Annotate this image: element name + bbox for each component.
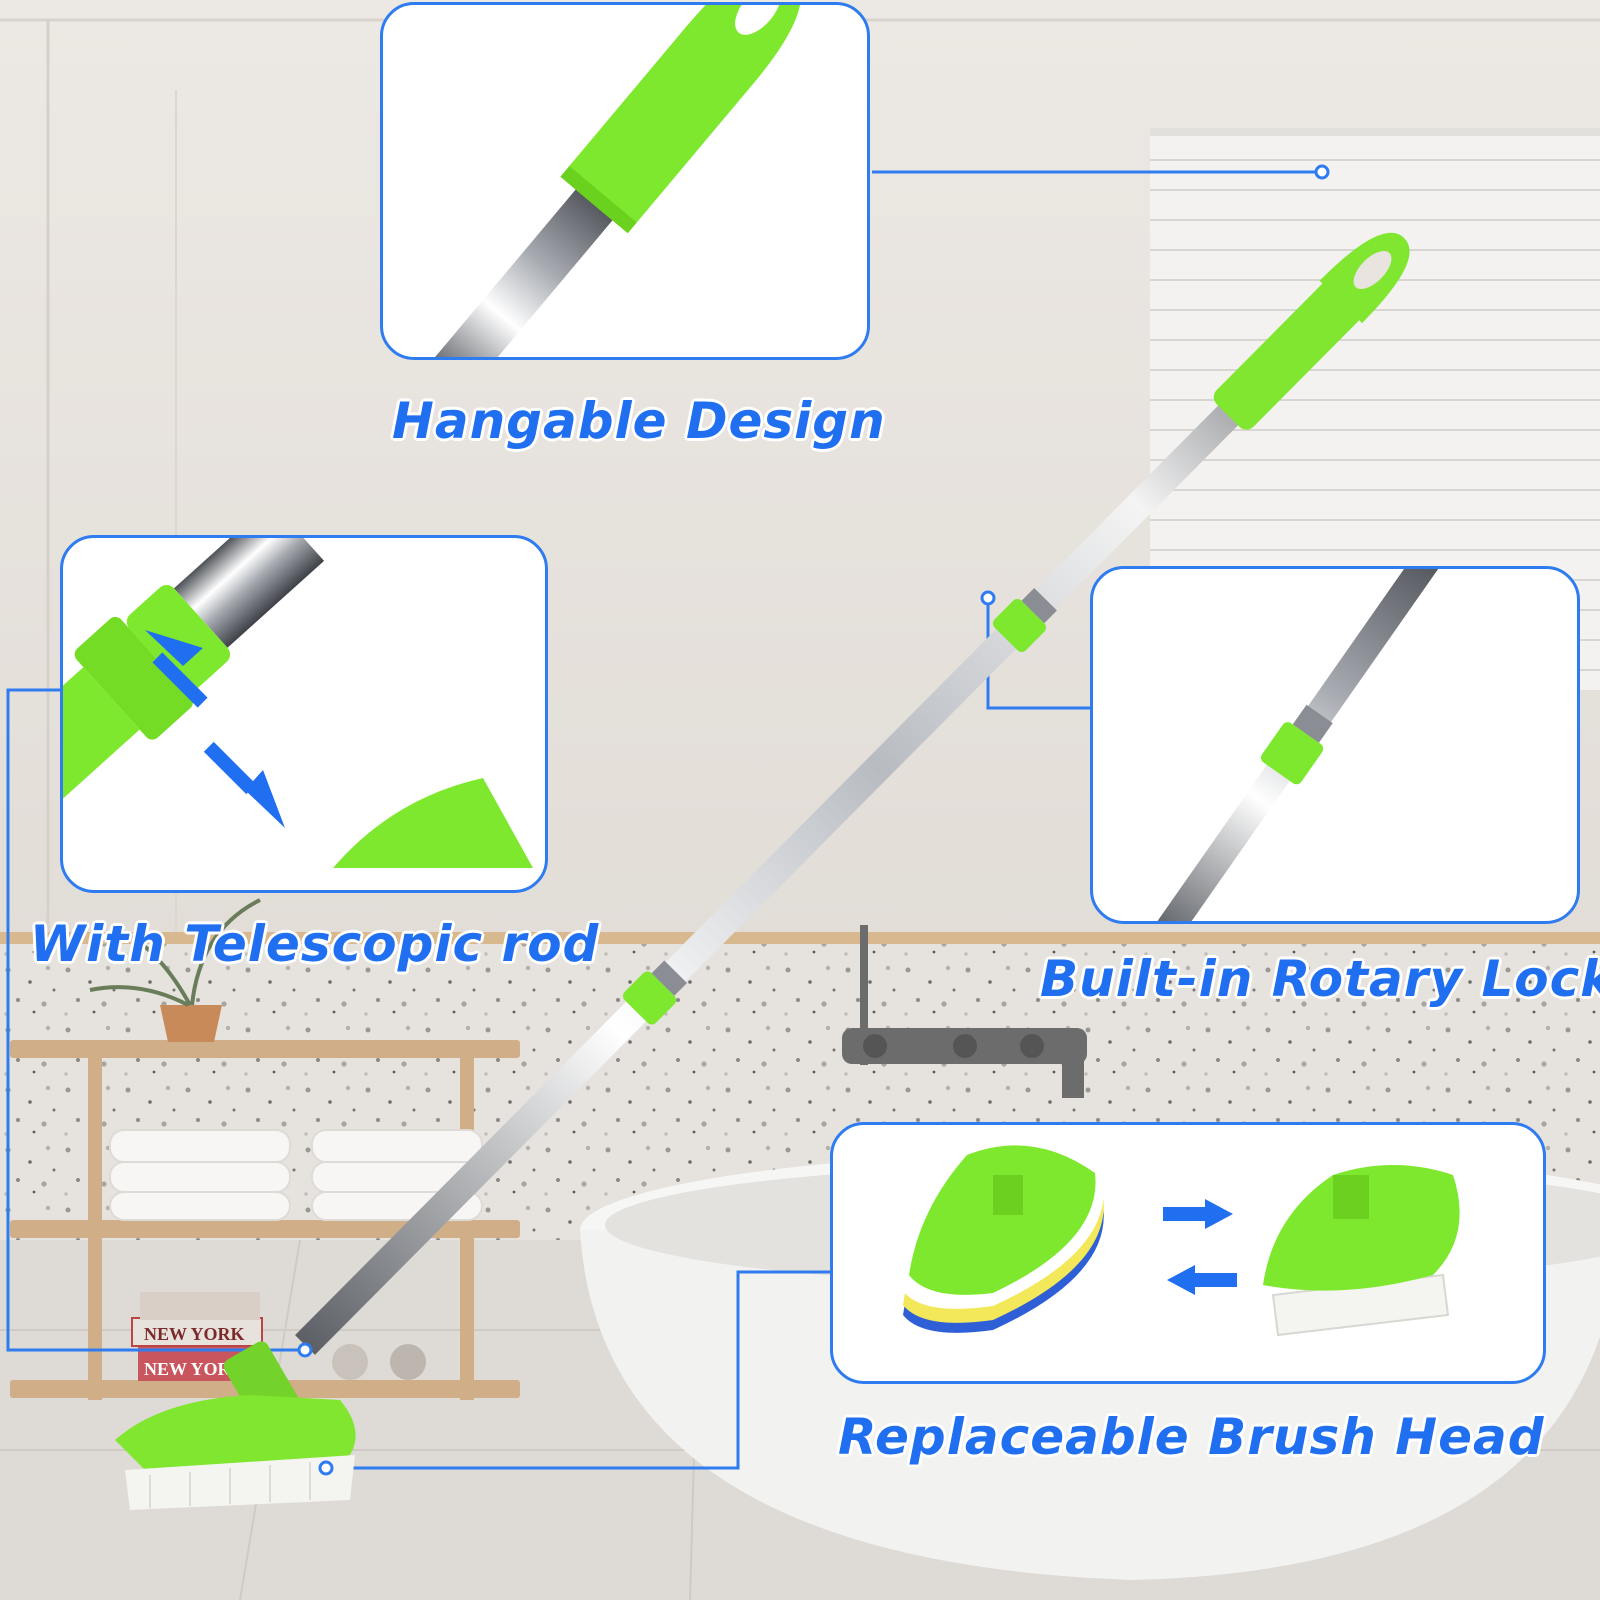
hanging-hole-handle-icon: [424, 5, 801, 357]
book-spine-1: NEW YORK: [144, 1324, 245, 1344]
callout-connectors: [6, 170, 1322, 1470]
brush-heads-icon: [903, 1145, 1460, 1337]
rotary-lock-callout: [1090, 566, 1580, 924]
telescopic-joint-icon: [63, 538, 533, 868]
book-spine-2: NEW YORK: [144, 1359, 245, 1379]
telescopic-rod-callout: [60, 535, 548, 893]
lock-collar-icon: [1143, 569, 1465, 921]
replaceable-brush-callout: [830, 1122, 1546, 1384]
connector-dot-hangable: [1314, 164, 1330, 180]
brush-head: [115, 1341, 356, 1510]
connector-dot-rotary: [980, 590, 996, 606]
double-arrow-icon: [145, 630, 285, 828]
replaceable-brush-label: Replaceable Brush Head: [838, 1408, 1545, 1466]
hangable-design-label: Hangable Design: [392, 392, 886, 450]
bristle-head-icon: [1263, 1165, 1460, 1337]
sponge-head-icon: [903, 1145, 1104, 1333]
hangable-design-callout: [380, 2, 870, 360]
connector-dot-brush: [318, 1460, 334, 1476]
telescopic-rod-label: With Telescopic rod: [30, 915, 600, 973]
swap-arrows-icon: [1163, 1199, 1237, 1295]
telescopic-pole: [295, 232, 1410, 1355]
rotary-lock-label: Built-in Rotary Lock: [1040, 950, 1600, 1008]
connector-dot-telescopic: [297, 1342, 313, 1358]
